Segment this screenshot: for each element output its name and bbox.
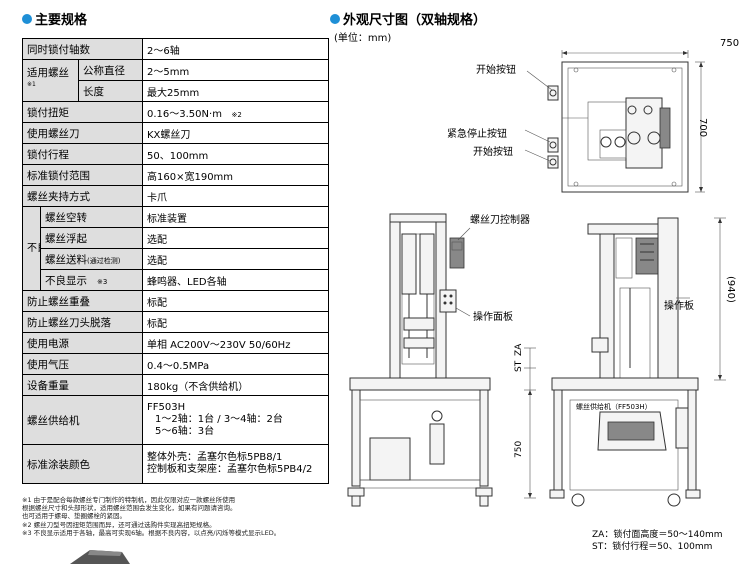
dim-za-label: ZA (514, 343, 524, 356)
bullet-icon (330, 13, 340, 24)
spec-section-title: 主要规格 (22, 9, 87, 28)
table-row: 不良显示 ※3 蜂鸣器、LED各轴 (23, 269, 329, 291)
footnote-mark: ※2 (231, 110, 242, 119)
dim-height-label: (940) (725, 276, 736, 303)
outline-drawing (347, 50, 726, 507)
feeder-label: 螺丝供给机（FF503H） (576, 403, 652, 411)
dim-width-label: 750 (720, 38, 740, 49)
table-row: 不良检测功能 螺丝空转 标准装置 (22, 206, 329, 291)
row-value: 50、100mm (142, 143, 329, 165)
footnote-mark: ※3 (97, 277, 108, 286)
row-value: KX螺丝刀 (142, 122, 329, 144)
panel-side-label: 操作板 (664, 301, 694, 312)
table-row: 标准锁付范围 高160×宽190mm (22, 164, 329, 186)
row-value: 标配 (142, 311, 329, 333)
estop-button-label: 紧急停止按钮 (447, 129, 507, 140)
table-row: 使用电源 单相 AC200V～230V 50/60Hz (22, 332, 329, 354)
detect-label-cell: 不良检测功能 (22, 206, 41, 291)
row-value: 180kg（不含供给机） (142, 374, 329, 396)
controller-label: 螺丝刀控制器 (470, 215, 530, 226)
table-row: 使用气压 0.4～0.5MPa (22, 353, 329, 375)
footnote: 根据螺丝尺寸和头部形状，适用螺丝范围会发生变化，如果有问题请咨询。 (22, 504, 237, 512)
row-label: 长度 (78, 80, 143, 102)
table-row: 锁付扭矩 0.16～3.50N·m ※2 (22, 101, 329, 123)
drawing-section-title: 外观尺寸图（双轴规格） (330, 9, 486, 28)
row-label: 螺丝供给机 (22, 395, 143, 445)
row-label: 防止螺丝重叠 (22, 290, 143, 312)
row-label: 锁付行程 (22, 143, 143, 165)
row-value: 整体外壳：孟塞尔色标5PB8/1 控制板和支架座：孟塞尔色标5PB4/2 (142, 444, 329, 484)
row-label: 使用电源 (22, 332, 143, 354)
row-value: 选配 (142, 227, 329, 249)
za-note: ZA：锁付面高度＝50～140mm (592, 530, 723, 540)
row-value: FF503H 1～2轴：1台 / 3～4轴：2台 5～6轴：3台 (142, 395, 329, 445)
row-label: 螺丝浮起 (40, 227, 143, 249)
side-view (524, 217, 726, 507)
row-label: 同时锁付轴数 (22, 38, 143, 60)
footnote: ※3 不良显示适用于各轴，最高可实现6轴。根据不良内容，以点亮/闪烁等模式显示L… (22, 529, 281, 537)
bullet-icon (22, 13, 32, 24)
dim-st-label: ST (514, 360, 524, 372)
table-row: 设备重量 180kg（不含供给机） (22, 374, 329, 396)
row-value: 2～6轴 (142, 38, 329, 60)
spec-table: 同时锁付轴数 2～6轴 适用螺丝 ※1 公称直径 2～5mm 长度 最大25mm… (22, 38, 329, 484)
table-row: 螺丝供给机 FF503H 1～2轴：1台 / 3～4轴：2台 5～6轴：3台 (22, 395, 329, 445)
row-label: 适用螺丝 (27, 67, 69, 80)
start-button-label: 开始按钮 (473, 147, 513, 158)
top-view (524, 50, 705, 193)
row-value: 最大25mm (142, 80, 329, 102)
table-row: 适用螺丝 ※1 公称直径 2～5mm (22, 59, 329, 102)
row-value: 高160×宽190mm (142, 164, 329, 186)
table-row: 使用螺丝刀 KX螺丝刀 (22, 122, 329, 144)
panel-front-label: 操作面板 (473, 312, 513, 323)
row-label: 防止螺丝刀头脱落 (22, 311, 143, 333)
product-photo-fragment (70, 550, 130, 564)
footnote: 也可适用于螺母、垫圈螺栓的紧固。 (22, 512, 126, 520)
table-row: 锁付行程 50、100mm (22, 143, 329, 165)
row-value: 单相 AC200V～230V 50/60Hz (142, 332, 329, 354)
table-row: 长度 最大25mm (23, 80, 329, 102)
row-value: 0.16～3.50N·m ※2 (142, 101, 329, 123)
row-value: 选配 (142, 248, 329, 270)
row-value: 卡爪 (142, 185, 329, 207)
row-value: 标配 (142, 290, 329, 312)
table-row: 防止螺丝重叠 标配 (22, 290, 329, 312)
row-label: 标准锁付范围 (22, 164, 143, 186)
table-row: 同时锁付轴数 2～6轴 (22, 38, 329, 60)
row-value: 标准装置 (142, 206, 329, 228)
row-label: 不良显示 ※3 (40, 269, 143, 291)
table-row: 螺丝夹持方式 卡爪 (22, 185, 329, 207)
table-row: 标准涂装颜色 整体外壳：孟塞尔色标5PB8/1 控制板和支架座：孟塞尔色标5PB… (22, 444, 329, 484)
st-note: ST：锁付行程＝50、100mm (592, 542, 713, 552)
row-label: 标准涂装颜色 (22, 444, 143, 484)
row-value: 2～5mm (142, 59, 329, 81)
row-label: 螺丝夹持方式 (22, 185, 143, 207)
row-label: 锁付扭矩 (22, 101, 143, 123)
row-label: 使用气压 (22, 353, 143, 375)
screw-label-cell: 适用螺丝 ※1 (22, 59, 79, 102)
row-label: 不良检测功能 (27, 242, 40, 254)
row-label: 使用螺丝刀 (22, 122, 143, 144)
start-button-label: 开始按钮 (476, 65, 516, 76)
table-row: 螺丝送料(通过检测) 选配 (23, 248, 329, 270)
row-value: 蜂鸣器、LED各轴 (142, 269, 329, 291)
row-label: 公称直径 (78, 59, 143, 81)
front-view (347, 213, 493, 507)
row-label: 螺丝送料(通过检测) (40, 248, 143, 270)
dim-depth-label: 700 (697, 118, 708, 138)
row-value: 0.4～0.5MPa (142, 353, 329, 375)
table-row: 螺丝浮起 选配 (23, 227, 329, 249)
footnote: ※1 由于是配合每款螺丝专门制作的特制机，因此仅限对应一款螺丝所使用 (22, 496, 236, 504)
table-row: 防止螺丝刀头脱落 标配 (22, 311, 329, 333)
dim-table-height-label: 750 (514, 440, 524, 458)
footnote: ※2 螺丝刀型号因扭矩范围而异，还可通过选购件实现高扭矩规格。 (22, 521, 216, 529)
row-label: 螺丝空转 (40, 206, 143, 228)
footnote-mark: ※1 (27, 81, 36, 89)
row-label: 设备重量 (22, 374, 143, 396)
drawing-unit: (单位：mm) (334, 33, 392, 44)
